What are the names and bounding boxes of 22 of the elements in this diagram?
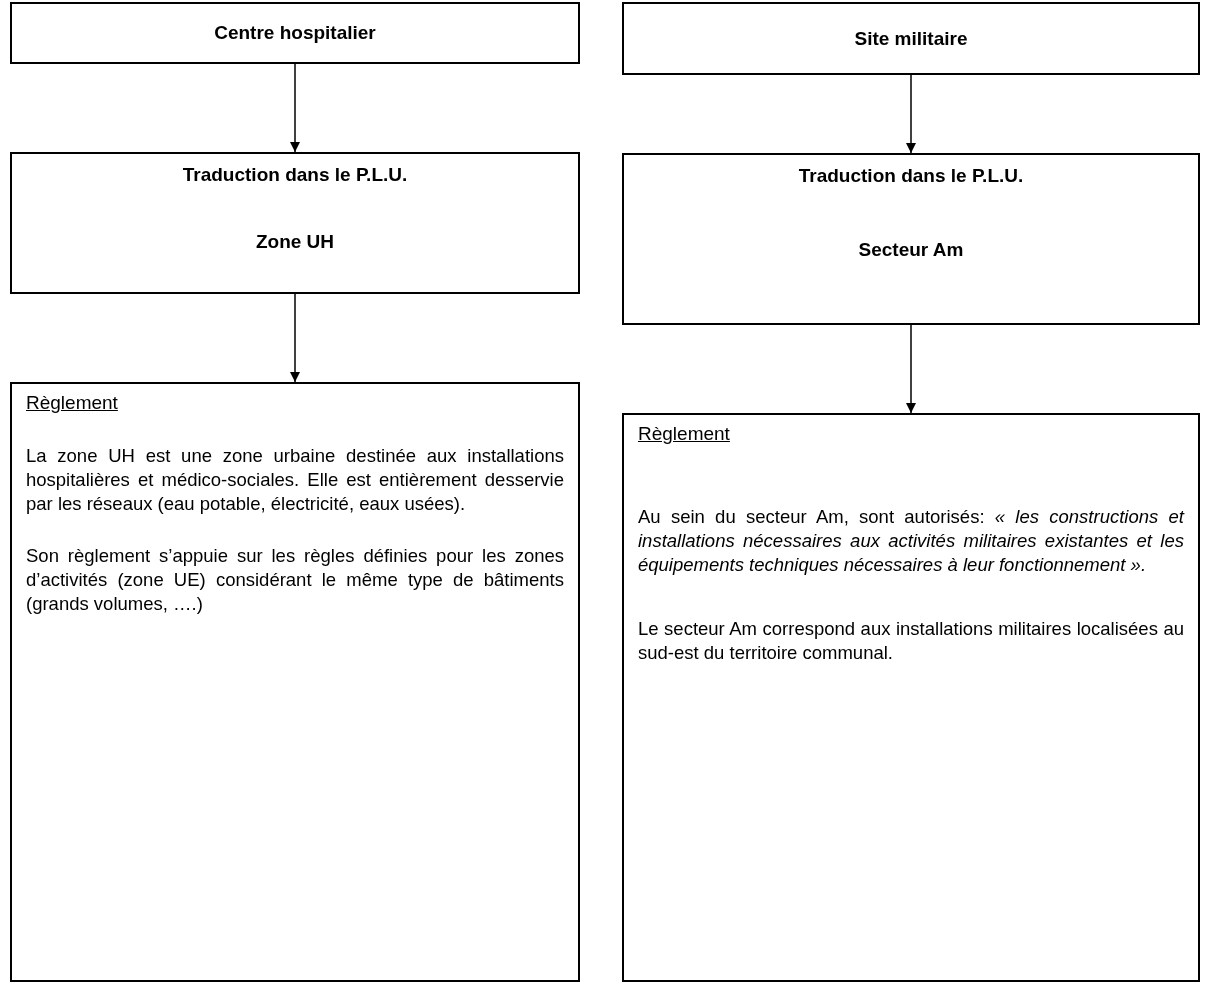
text-box [622, 2, 1200, 75]
arrow [290, 293, 300, 383]
arrow [290, 63, 300, 153]
text-box [10, 382, 580, 982]
paragraph: Le secteur Am correspond aux installations militaires localisées au sud-est du territoire communal. [638, 617, 1184, 666]
arrow [906, 74, 916, 154]
box-title: Site militaire [854, 27, 968, 50]
arrow [906, 324, 916, 414]
zone-label: Secteur Am [857, 239, 965, 261]
paragraph: Son règlement s’appuie sur les règles définies pour les zones d’activités (zone UE) considérant le même type de bâtiments (grands volumes, ….) [26, 544, 564, 617]
box-title: Traduction dans le P.L.U. [181, 164, 409, 186]
section-heading: Règlement [638, 423, 730, 445]
paragraph: Au sein du secteur Am, sont autorisés: « les constructions et installations nécessaires aux activités militaires existantes et les équipements techniques nécessaires à leur fonctionnement ». [638, 505, 1184, 578]
text-box [622, 153, 1200, 325]
section-heading: Règlement [26, 392, 118, 414]
text-box [622, 413, 1200, 982]
zone-label: Zone UH [254, 231, 336, 253]
box-title: Centre hospitalier [214, 22, 376, 44]
text-box [10, 2, 580, 64]
paragraph: La zone UH est une zone urbaine destinée aux installations hospitalières et médico-sociales. Elle est entièrement desservie par les réseaux (eau potable, électricité, eaux usées). [26, 444, 564, 517]
text-box [10, 152, 580, 294]
box-title: Traduction dans le P.L.U. [797, 165, 1025, 187]
